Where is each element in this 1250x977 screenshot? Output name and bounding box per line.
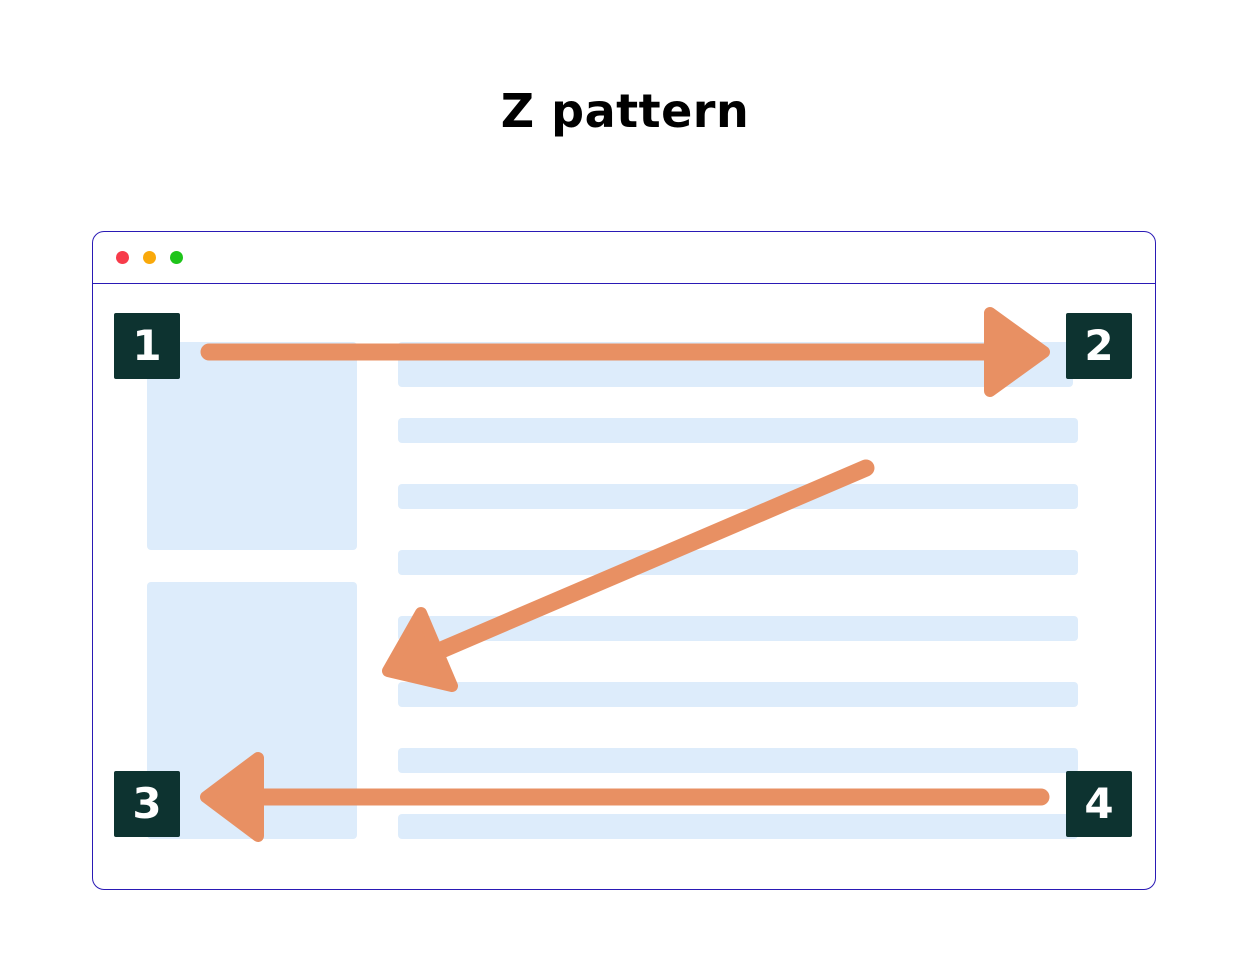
- text-line-placeholder: [398, 748, 1078, 773]
- window-titlebar: [93, 232, 1155, 284]
- step-badge-4: 4: [1066, 771, 1132, 837]
- browser-window: [92, 231, 1156, 890]
- minimize-dot-icon[interactable]: [143, 251, 156, 264]
- text-line-placeholder: [398, 550, 1078, 575]
- text-line-placeholder: [398, 814, 1078, 839]
- image-placeholder-top: [147, 342, 357, 550]
- step-badge-1: 1: [114, 313, 180, 379]
- text-line-placeholder: [398, 484, 1078, 509]
- step-badge-3: 3: [114, 771, 180, 837]
- step-badge-2: 2: [1066, 313, 1132, 379]
- text-line-placeholder: [398, 616, 1078, 641]
- close-dot-icon[interactable]: [116, 251, 129, 264]
- text-line-placeholder: [398, 682, 1078, 707]
- diagram-title: Z pattern: [500, 84, 750, 138]
- text-line-placeholder: [398, 418, 1078, 443]
- text-line-placeholder: [398, 342, 1073, 387]
- maximize-dot-icon[interactable]: [170, 251, 183, 264]
